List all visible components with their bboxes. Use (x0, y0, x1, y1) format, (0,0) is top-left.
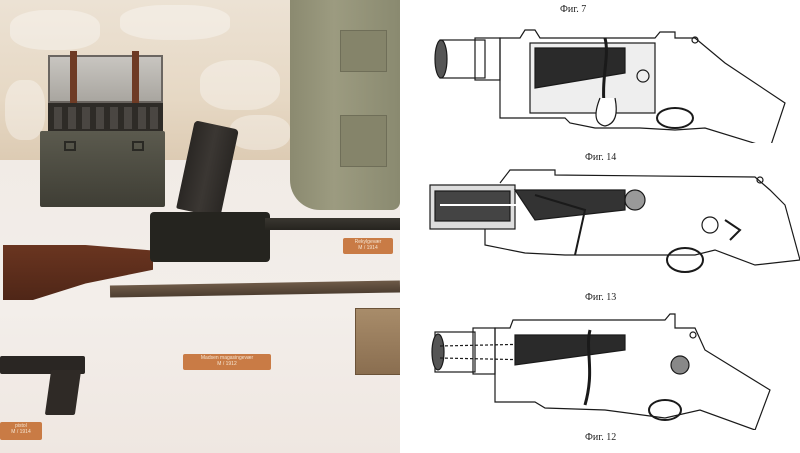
figure-caption: Фиг. 12 (585, 432, 617, 443)
leather-case (355, 308, 400, 375)
machine-gun-receiver (150, 212, 270, 262)
ammo-box-body (40, 131, 165, 207)
stored-magazines (48, 103, 163, 131)
figure-13-drawing (425, 310, 800, 430)
museum-photo: Rekylgevær M / 1914 Madsen magasingevær … (0, 0, 400, 453)
label-rekylgevaer: Rekylgevær M / 1914 (343, 238, 393, 254)
military-uniform (290, 0, 400, 210)
pistol (0, 356, 88, 416)
figure-caption: Фиг. 7 (560, 4, 587, 15)
figure-7-drawing (425, 18, 800, 143)
figure-caption: Фиг. 13 (585, 292, 617, 303)
ammo-box-lid (48, 55, 163, 103)
machine-gun-barrel (265, 218, 400, 230)
ammunition-box (40, 51, 168, 207)
label-madsen: Madsen magasingevær M / 1912 (183, 354, 271, 370)
figure-caption: Фиг. 14 (585, 152, 617, 163)
label-pistol: pistol M / 1914 (0, 422, 42, 440)
figure-14-drawing (425, 165, 800, 285)
